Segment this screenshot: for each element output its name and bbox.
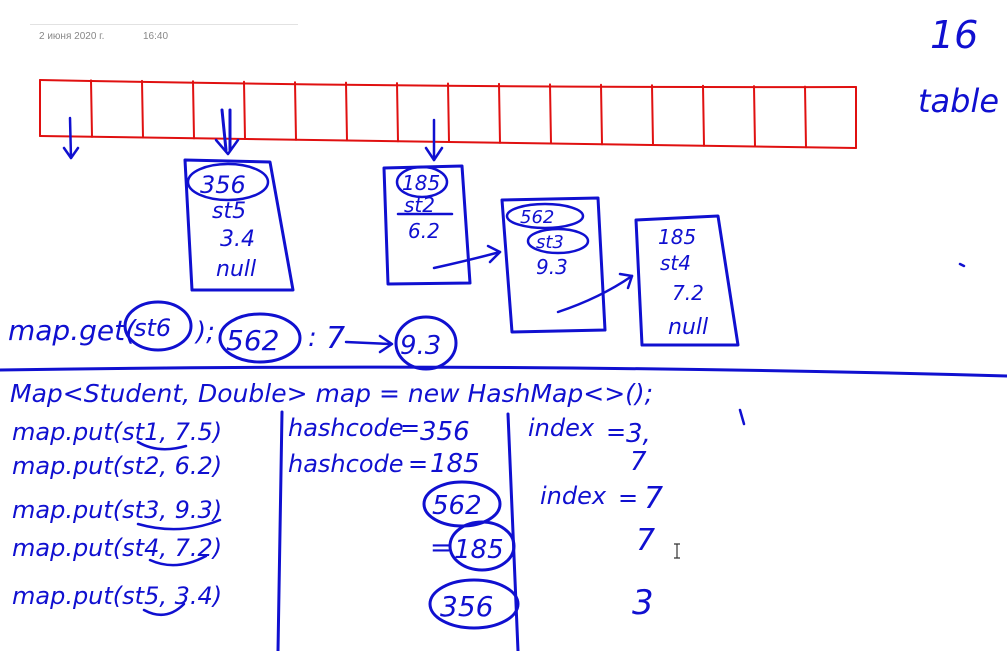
put-call: map.put(st2, 6.2) (12, 452, 222, 480)
array-cell-divider (651, 84, 654, 146)
get-index: 7 (326, 321, 345, 356)
node-value: 9.3 (536, 255, 568, 279)
node-value: 3.4 (220, 227, 255, 252)
index-value: 7 (630, 447, 647, 477)
node-hash: 356 (200, 171, 246, 199)
node-key: st3 (536, 232, 564, 253)
bucket-arrow (220, 108, 228, 152)
node-next: null (668, 315, 708, 340)
put-call: map.put(st4, 7.2) (12, 534, 222, 562)
map-declaration: Map<Student, Double> map = new HashMap<>… (10, 379, 653, 408)
index-value: 3 (632, 583, 654, 623)
get-hash: 562 (226, 324, 279, 357)
svg-text:=: = (400, 414, 420, 442)
hash-value: 185 (454, 535, 504, 565)
node-value: 7.2 (672, 281, 704, 305)
svg-text:=: = (408, 450, 428, 478)
array-cell-divider (549, 83, 552, 145)
hashcode-column: hashcode = 356 hashcode = 185 562 = 185 … (288, 414, 520, 630)
svg-text:=: = (430, 533, 452, 563)
index-column: index = 3, 7 index = 7 7 3 (528, 414, 663, 623)
bucket-count-label: 16 (930, 13, 978, 57)
node-next: null (216, 257, 256, 282)
bucket-node-c: 562 st3 9.3 (500, 196, 634, 334)
array-cell-divider (192, 80, 195, 140)
note-metadata: 2 июня 2020 г. 16:40 (30, 24, 298, 45)
put-calls: map.put(st1, 7.5) map.put(st2, 6.2) map.… (12, 418, 222, 617)
bucket-node-a: 356 st5 3.4 null (183, 158, 295, 292)
section-divider (0, 365, 1007, 378)
node-hash: 185 (658, 225, 696, 249)
array-cell-divider (345, 81, 348, 142)
index-value: 3, (626, 419, 651, 449)
text-cursor-icon (674, 543, 680, 559)
hash-value: 562 (432, 491, 482, 521)
index-label: index (540, 482, 607, 510)
hashcode-label: hashcode (288, 414, 404, 442)
table-label: table (918, 82, 999, 120)
index-value: 7 (644, 481, 663, 516)
put-call: map.put(st5, 3.4) (12, 582, 222, 610)
note-date: 2 июня 2020 г. (39, 31, 105, 42)
node-key: st4 (660, 251, 691, 275)
hash-value: 185 (430, 449, 480, 479)
array-cell-divider (600, 83, 603, 146)
array-cell-divider (90, 79, 93, 138)
index-value: 7 (636, 523, 655, 558)
bucket-node-b: 185 st2 6.2 (382, 164, 502, 286)
array-cell-divider (294, 81, 297, 141)
node-hash: 562 (520, 207, 554, 228)
node-hash: 185 (402, 171, 440, 195)
node-key: st5 (212, 199, 246, 224)
array-cell-divider (498, 82, 501, 144)
put-call: map.put(st3, 9.3) (12, 496, 222, 524)
hash-value: 356 (420, 417, 470, 447)
array-cell-divider (753, 85, 756, 148)
svg-text:);: ); (194, 317, 215, 347)
hashcode-label: hashcode (288, 450, 404, 478)
put-call: map.put(st1, 7.5) (12, 418, 222, 446)
node-value: 6.2 (408, 219, 440, 243)
array-cell-divider (141, 79, 144, 139)
bucket-arrow (68, 116, 73, 160)
array-cell-divider (243, 80, 246, 140)
get-result: 9.3 (400, 331, 441, 361)
get-call-text: map.get( (8, 314, 137, 347)
note-time: 16:40 (143, 31, 169, 42)
hash-table-array (39, 79, 857, 149)
get-call-line: map.get( st6 ); 562 : 7 9.3 (8, 300, 458, 371)
column-divider (276, 410, 284, 651)
array-cell-divider (804, 85, 807, 149)
svg-text:=: = (606, 418, 626, 446)
array-cell-divider (447, 82, 450, 143)
svg-text::: : (308, 323, 317, 353)
hash-value: 356 (440, 590, 493, 623)
index-label: index (528, 414, 595, 442)
svg-text:=: = (618, 484, 638, 512)
bucket-node-d: 185 st4 7.2 null (634, 214, 740, 347)
get-key: st6 (134, 314, 171, 342)
array-cell-divider (396, 82, 399, 143)
array-cell-divider (702, 84, 705, 147)
